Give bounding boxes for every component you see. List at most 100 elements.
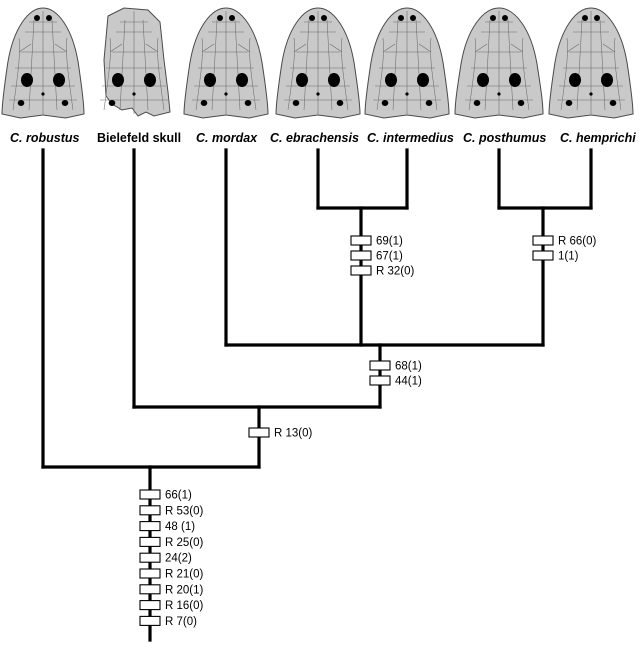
character-box bbox=[350, 235, 372, 246]
skull-suture bbox=[157, 37, 165, 111]
skull-robustus bbox=[1, 7, 85, 119]
skull-mordax bbox=[183, 7, 269, 119]
skull-suture bbox=[109, 43, 123, 53]
character-label: 44(1) bbox=[395, 376, 422, 388]
skull-illustrations bbox=[1, 7, 634, 119]
skull-opening bbox=[565, 100, 573, 106]
skull-suture bbox=[522, 37, 530, 111]
skull-suture bbox=[287, 37, 295, 111]
skull-suture bbox=[382, 43, 396, 53]
skull-opening bbox=[53, 73, 65, 87]
taxon-label-robustus: C. robustus bbox=[10, 131, 79, 145]
character-box bbox=[139, 568, 161, 579]
skull-opening bbox=[309, 15, 315, 21]
skull-opening bbox=[509, 73, 521, 87]
skull-opening bbox=[132, 92, 136, 96]
skull-suture bbox=[576, 19, 583, 111]
skull-suture bbox=[103, 37, 111, 111]
skull-opening bbox=[204, 73, 216, 87]
character-label: R 32(0) bbox=[376, 266, 415, 278]
skull-bielefeld bbox=[100, 7, 171, 117]
skull-suture bbox=[376, 37, 384, 111]
skull-opening bbox=[569, 73, 581, 87]
character-stack-node_mordax: 68(1)44(1) bbox=[369, 360, 422, 388]
skull-suture bbox=[326, 19, 333, 111]
taxon-label-posthumus: C. posthumus bbox=[463, 131, 546, 145]
skull-opening bbox=[398, 15, 404, 21]
character-box bbox=[139, 505, 161, 516]
character-box bbox=[139, 489, 161, 500]
character-label: 1(1) bbox=[558, 251, 579, 263]
skull-suture bbox=[392, 19, 399, 111]
skull-suture bbox=[415, 19, 422, 111]
taxon-labels: C. robustus Bielefeld skull C. mordax C.… bbox=[10, 131, 636, 145]
skull-opening bbox=[21, 73, 33, 87]
skull-suture bbox=[201, 43, 215, 53]
character-label: 69(1) bbox=[376, 236, 403, 248]
skull-opening bbox=[405, 92, 409, 96]
character-label: 24(2) bbox=[165, 553, 192, 565]
skull-suture bbox=[66, 37, 74, 111]
skull-opening bbox=[41, 92, 45, 96]
skull-suture bbox=[468, 37, 476, 111]
skull-opening bbox=[473, 100, 481, 106]
character-label: R 13(0) bbox=[274, 428, 313, 440]
skull-opening bbox=[229, 15, 235, 21]
skull-opening bbox=[296, 73, 308, 87]
skull-suture bbox=[418, 43, 432, 53]
skull-opening bbox=[46, 15, 52, 21]
character-box bbox=[248, 427, 270, 438]
character-box bbox=[139, 521, 161, 532]
skull-opening bbox=[589, 92, 593, 96]
skull-opening bbox=[336, 100, 344, 106]
skull-opening bbox=[497, 92, 501, 96]
skull-opening bbox=[601, 73, 613, 87]
skull-opening bbox=[490, 15, 496, 21]
skull-suture bbox=[237, 43, 251, 53]
skull-opening bbox=[144, 73, 156, 87]
skull-suture bbox=[474, 43, 488, 53]
skull-opening bbox=[236, 73, 248, 87]
skull-suture bbox=[341, 37, 349, 111]
skull-opening bbox=[316, 92, 320, 96]
skull-suture bbox=[142, 19, 149, 111]
character-box bbox=[139, 615, 161, 626]
skull-suture bbox=[28, 19, 35, 111]
skull-opening bbox=[594, 15, 600, 21]
character-label: R 21(0) bbox=[165, 569, 204, 581]
skull-suture bbox=[430, 37, 438, 111]
skull-opening bbox=[410, 15, 416, 21]
skull-suture bbox=[249, 37, 257, 111]
skull-suture bbox=[195, 37, 203, 111]
skull-posthumus bbox=[454, 7, 544, 119]
skull-opening bbox=[17, 100, 25, 106]
skull-opening bbox=[61, 100, 69, 106]
skull-suture bbox=[51, 19, 58, 111]
skull-opening bbox=[381, 100, 389, 106]
character-states: 66(1)R 53(0)48 (1)R 25(0)24(2)R 21(0)R 2… bbox=[139, 235, 597, 628]
character-box bbox=[532, 235, 554, 246]
skull-opening bbox=[609, 100, 617, 106]
taxon-label-mordax: C. mordax bbox=[196, 131, 258, 145]
taxon-label-intermedius: C. intermedius bbox=[367, 131, 454, 145]
skull-suture bbox=[211, 19, 218, 111]
character-stack-node_ebr_int: 69(1)67(1)R 32(0) bbox=[350, 235, 415, 278]
skull-opening bbox=[517, 100, 525, 106]
taxon-label-ebrachensis: C. ebrachensis bbox=[270, 131, 359, 145]
skull-opening bbox=[502, 15, 508, 21]
skull-suture bbox=[234, 19, 241, 111]
skull-opening bbox=[244, 100, 252, 106]
skull-opening bbox=[200, 100, 208, 106]
character-box bbox=[139, 536, 161, 547]
skull-suture bbox=[54, 43, 68, 53]
skull-opening bbox=[385, 73, 397, 87]
character-label: R 7(0) bbox=[165, 616, 197, 628]
character-box bbox=[350, 250, 372, 261]
skull-opening bbox=[112, 73, 124, 87]
skull-opening bbox=[34, 15, 40, 21]
character-label: R 16(0) bbox=[165, 600, 204, 612]
tree-branches bbox=[41, 148, 593, 642]
skull-suture bbox=[12, 37, 20, 111]
skull-suture bbox=[329, 43, 343, 53]
character-label: 66(1) bbox=[165, 490, 192, 502]
